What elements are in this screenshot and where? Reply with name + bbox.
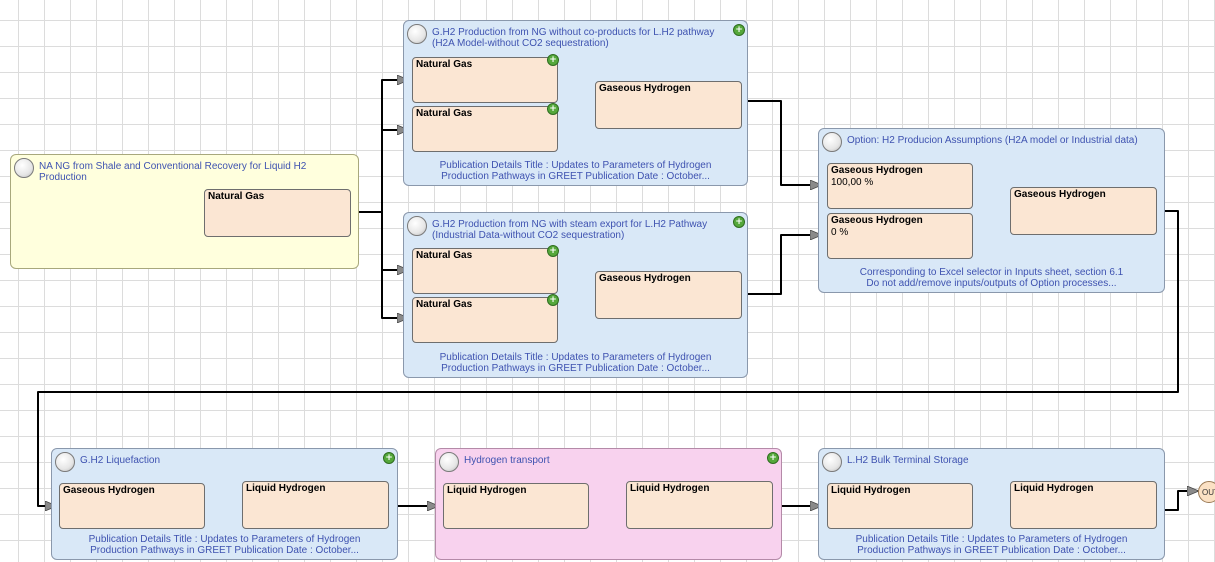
add-icon[interactable]: +: [547, 54, 559, 66]
process-title: Option: H2 Producion Assumptions (H2A mo…: [847, 135, 1138, 146]
process-gh2-production-steam-export[interactable]: + G.H2 Production from NG with steam exp…: [403, 212, 748, 378]
process-option-h2-assumptions[interactable]: Option: H2 Producion Assumptions (H2A mo…: [818, 128, 1165, 293]
process-lh2-bulk-terminal-storage[interactable]: L.H2 Bulk Terminal Storage Liquid Hydrog…: [818, 448, 1165, 560]
port-label: Gaseous Hydrogen: [1014, 189, 1106, 200]
port-label: Gaseous Hydrogen: [831, 165, 923, 176]
process-gh2-liquefaction[interactable]: + G.H2 Liquefaction Gaseous Hydrogen Liq…: [51, 448, 398, 560]
process-status-icon: [14, 158, 34, 178]
process-status-icon: [822, 132, 842, 152]
port-share-value: 0 %: [831, 227, 849, 238]
wire-ng-to-p3-in2: [381, 270, 408, 318]
port-label: Natural Gas: [208, 191, 265, 202]
process-status-icon: [407, 24, 427, 44]
process-status-icon: [439, 452, 459, 472]
output-port-liquid-hydrogen[interactable]: Liquid Hydrogen: [626, 481, 773, 529]
add-icon[interactable]: +: [767, 452, 779, 464]
add-icon[interactable]: +: [733, 216, 745, 228]
input-port-natural-gas[interactable]: + Natural Gas: [412, 103, 559, 152]
process-title: G.H2 Production from NG with steam expor…: [432, 219, 708, 241]
process-status-icon: [822, 452, 842, 472]
input-port-gaseous-hydrogen[interactable]: Gaseous Hydrogen 100,00 %: [827, 163, 973, 209]
port-label: Liquid Hydrogen: [1014, 483, 1094, 494]
process-status-icon: [407, 216, 427, 236]
port-share-value: 100,00 %: [831, 177, 874, 188]
input-port-natural-gas[interactable]: + Natural Gas: [412, 294, 559, 343]
add-icon[interactable]: +: [383, 452, 395, 464]
port-label: Natural Gas: [416, 108, 473, 119]
pathway-output-node[interactable]: OUT: [1198, 481, 1215, 503]
port-label: Liquid Hydrogen: [630, 483, 710, 494]
wire-p3-out-to-option: [741, 235, 821, 295]
port-label: Liquid Hydrogen: [831, 485, 911, 496]
input-port-liquid-hydrogen[interactable]: Liquid Hydrogen: [443, 483, 589, 529]
wire-storage-to-out: [1158, 491, 1198, 511]
output-port-gaseous-hydrogen[interactable]: Gaseous Hydrogen: [595, 271, 742, 319]
publication-details: Publication Details Title : Updates to P…: [88, 534, 361, 556]
output-port-liquid-hydrogen[interactable]: Liquid Hydrogen: [242, 481, 389, 529]
process-title: G.H2 Production from NG without co-produ…: [432, 27, 715, 49]
input-port-gaseous-hydrogen[interactable]: Gaseous Hydrogen: [59, 483, 205, 529]
publication-details: Publication Details Title : Updates to P…: [439, 160, 712, 182]
port-label: Natural Gas: [416, 59, 473, 70]
input-port-gaseous-hydrogen[interactable]: Gaseous Hydrogen 0 %: [827, 213, 973, 259]
wire-option-to-liquefaction: [37, 210, 1179, 506]
input-port-natural-gas[interactable]: + Natural Gas: [412, 245, 559, 294]
publication-details: Publication Details Title : Updates to P…: [855, 534, 1128, 556]
input-port-natural-gas[interactable]: + Natural Gas: [412, 54, 559, 103]
port-label: Natural Gas: [416, 250, 473, 261]
port-label: Gaseous Hydrogen: [599, 83, 691, 94]
add-icon[interactable]: +: [547, 294, 559, 306]
output-port-gaseous-hydrogen[interactable]: Gaseous Hydrogen: [595, 81, 742, 129]
process-na-ng-recovery[interactable]: NA NG from Shale and Conventional Recove…: [10, 154, 359, 269]
port-label: Liquid Hydrogen: [246, 483, 326, 494]
output-port-gaseous-hydrogen[interactable]: Gaseous Hydrogen: [1010, 187, 1157, 235]
process-gh2-production-no-coproducts[interactable]: + G.H2 Production from NG without co-pro…: [403, 20, 748, 186]
add-icon[interactable]: +: [733, 24, 745, 36]
output-port-liquid-hydrogen[interactable]: Liquid Hydrogen: [1010, 481, 1157, 529]
add-icon[interactable]: +: [547, 245, 559, 257]
process-title: NA NG from Shale and Conventional Recove…: [39, 161, 307, 183]
publication-details: Publication Details Title : Updates to P…: [439, 352, 712, 374]
port-label: Liquid Hydrogen: [447, 485, 527, 496]
wire-ng-to-p2-in1: [357, 80, 408, 213]
process-title: L.H2 Bulk Terminal Storage: [847, 455, 969, 466]
process-hydrogen-transport[interactable]: + Hydrogen transport Liquid Hydrogen Liq…: [435, 448, 782, 560]
port-label: Gaseous Hydrogen: [63, 485, 155, 496]
process-status-icon: [55, 452, 75, 472]
port-label: Gaseous Hydrogen: [599, 273, 691, 284]
input-port-liquid-hydrogen[interactable]: Liquid Hydrogen: [827, 483, 973, 529]
add-icon[interactable]: +: [547, 103, 559, 115]
port-label: Gaseous Hydrogen: [831, 215, 923, 226]
output-port-natural-gas[interactable]: Natural Gas: [204, 189, 351, 237]
process-title: G.H2 Liquefaction: [80, 455, 161, 466]
wire-p2-out-to-option: [741, 100, 821, 185]
option-description: Corresponding to Excel selector in Input…: [859, 267, 1124, 289]
output-label: OUT: [1202, 488, 1215, 497]
port-label: Natural Gas: [416, 299, 473, 310]
process-title: Hydrogen transport: [464, 455, 550, 466]
